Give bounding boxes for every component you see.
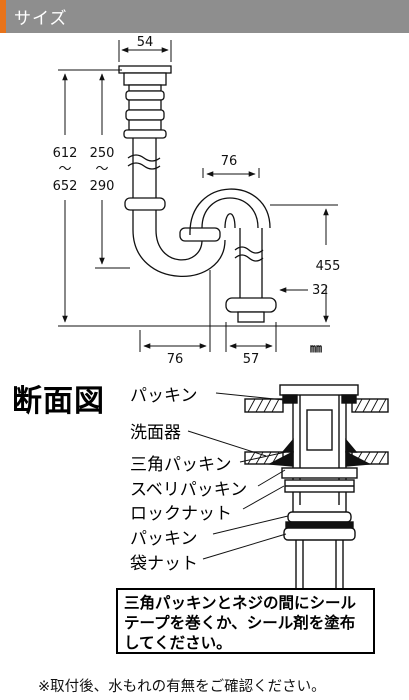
dim-total-height-tilde: ～ xyxy=(58,162,71,177)
pipe-drawing xyxy=(118,65,277,323)
section-header: サイズ xyxy=(0,0,409,33)
part-label-lock-nut: ロックナット xyxy=(130,504,232,524)
dim-outlet-outer: 32 xyxy=(312,283,329,298)
leader-lines xyxy=(187,392,289,560)
part-label-triangle-packing: 三角パッキン xyxy=(130,455,232,475)
cross-section-drawing xyxy=(244,384,389,590)
dim-total-height-top: 612 xyxy=(53,146,78,161)
dim-trap-height-bottom: 290 xyxy=(90,179,115,194)
dim-base-offset: 76 xyxy=(167,352,184,367)
part-label-basin: 洗面器 xyxy=(130,423,181,443)
sealing-note-box: 三角パッキンとネジの間にシールテープを巻くか、シール剤を塗布してください。 xyxy=(116,588,375,654)
part-label-packing-bottom: パッキン xyxy=(130,529,198,549)
header-title: サイズ xyxy=(14,9,68,29)
dim-trap-height-tilde: ～ xyxy=(95,162,108,177)
header-accent-bar xyxy=(0,0,6,33)
dim-trap-offset: 76 xyxy=(221,154,238,169)
footer-note: ※取付後、水もれの有無をご確認ください。 xyxy=(38,679,326,695)
dim-base-width: 57 xyxy=(243,352,260,367)
dimension-lines xyxy=(58,40,338,352)
part-label-packing-top: パッキン xyxy=(130,386,198,406)
section-title: 断面図 xyxy=(12,384,105,419)
dim-top-width: 54 xyxy=(137,35,154,50)
dim-outlet-height: 455 xyxy=(316,259,341,274)
part-label-bag-nut: 袋ナット xyxy=(130,554,198,574)
dim-total-height-bottom: 652 xyxy=(53,179,78,194)
dim-unit: ㎜ xyxy=(310,341,322,355)
part-label-slide-packing: スベリパッキン xyxy=(130,480,248,500)
dim-trap-height-top: 250 xyxy=(90,146,115,161)
